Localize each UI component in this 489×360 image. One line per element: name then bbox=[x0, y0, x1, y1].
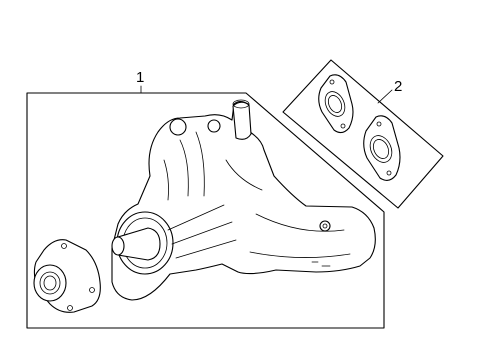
pulley-flange bbox=[33, 239, 101, 313]
gasket-upper bbox=[318, 74, 354, 134]
part-1-frame bbox=[26, 85, 385, 329]
callout-1: 1 bbox=[136, 69, 144, 86]
gasket-lower bbox=[363, 115, 401, 181]
callout-2: 2 bbox=[394, 78, 402, 95]
water-pump bbox=[111, 99, 376, 301]
part-2-frame bbox=[282, 59, 444, 209]
